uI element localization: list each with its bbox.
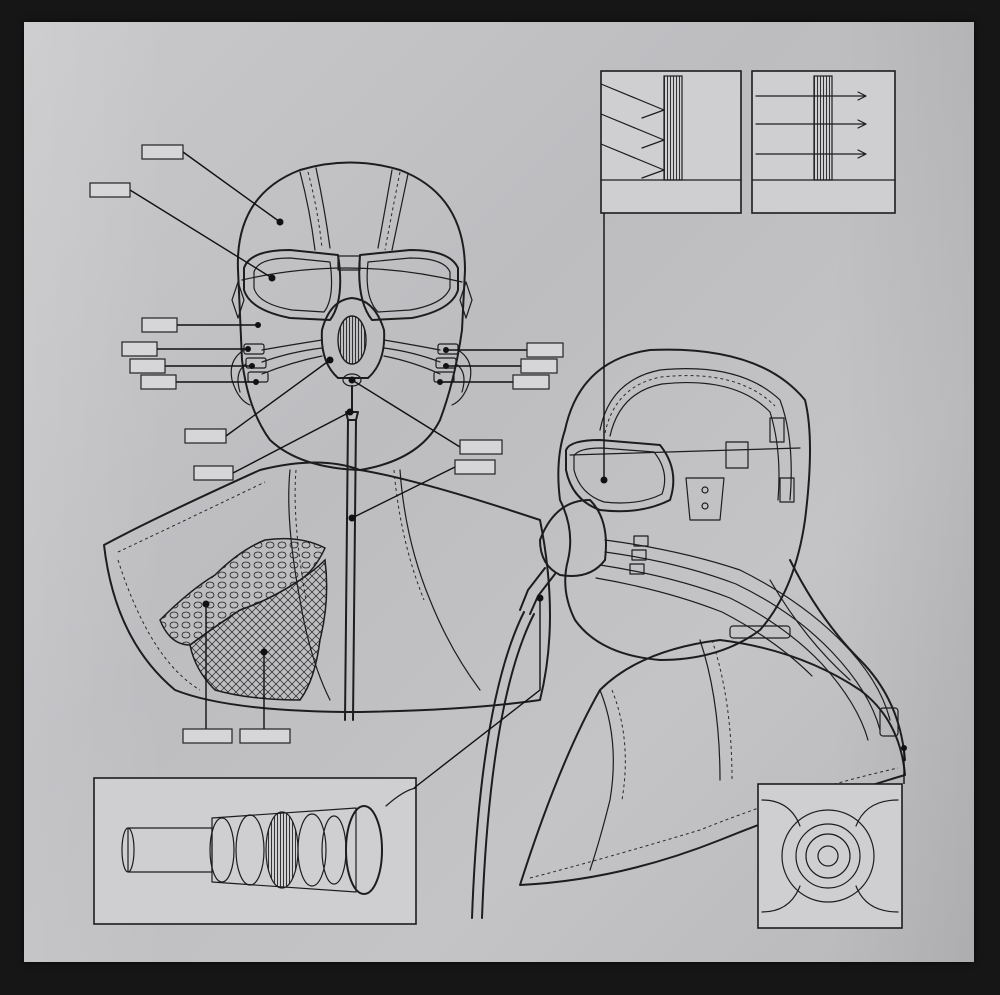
callouts (89, 144, 564, 744)
front-cape (103, 461, 551, 713)
inset-transmission-diagram (751, 70, 896, 214)
callout-label (193, 465, 234, 481)
callout-label (140, 374, 177, 390)
callout-label (182, 728, 233, 744)
callout-label (89, 182, 131, 198)
callout-label (454, 459, 496, 475)
callout-label (121, 341, 158, 357)
callout-label (184, 428, 227, 444)
fabric-mesh (189, 558, 328, 701)
callout-label (512, 374, 550, 390)
front-oxygen-mask (320, 297, 386, 379)
side-cape (519, 639, 906, 886)
front-figure (103, 161, 551, 721)
callout-label (520, 358, 558, 374)
inset-filter-cylinder (93, 777, 417, 925)
callout-label (239, 728, 291, 744)
callout-label (129, 358, 166, 374)
inset-valve (757, 783, 903, 929)
callout-label (141, 317, 178, 333)
side-figure (471, 348, 906, 919)
side-head (557, 348, 811, 661)
front-goggle-right (358, 249, 459, 321)
front-goggle-left (243, 249, 342, 321)
callout-label (141, 144, 184, 160)
callout-label (459, 439, 503, 455)
callout-label (526, 342, 564, 358)
inset-reflection-diagram (600, 70, 742, 214)
side-oxygen-mask (539, 499, 607, 577)
front-head (236, 161, 466, 471)
